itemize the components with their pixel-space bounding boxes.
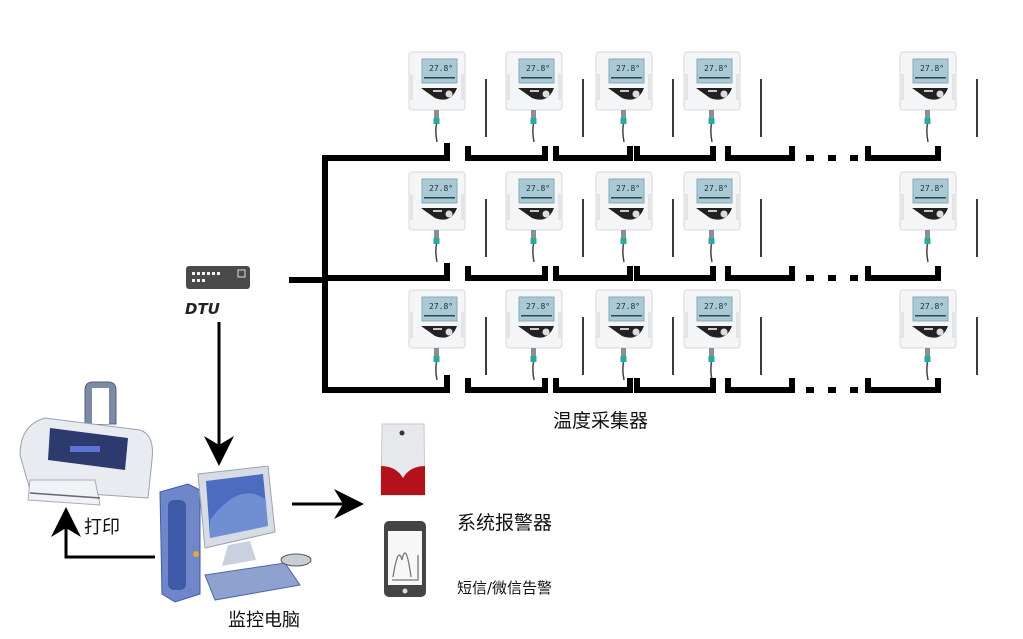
probe-sensor-icon: [976, 199, 978, 257]
temperature-logger-icon: [683, 171, 762, 263]
siren-alarm-icon: [380, 423, 426, 496]
smartphone-icon: [384, 521, 426, 597]
temperature-logger-icon: [683, 289, 762, 381]
bus-bracket-segment: [553, 146, 633, 161]
bus-bracket-segment: [634, 378, 716, 393]
sms-node: [384, 521, 426, 597]
temperature-logger-icon: [899, 171, 978, 263]
collector-label: 温度采集器: [553, 410, 649, 432]
bus-bracket-segment: [634, 266, 716, 281]
dtu-node: [186, 266, 250, 289]
bus-lines: [289, 143, 450, 393]
ellipsis-dot: [828, 387, 836, 393]
bus-bracket-segment: [553, 378, 633, 393]
row-2-bus: [322, 263, 450, 281]
temperature-logger-icon: [505, 171, 584, 263]
alarm-node: [380, 423, 426, 496]
probe-sensor-icon: [760, 199, 762, 257]
bus-bracket-segment: [465, 266, 548, 281]
probe-sensor-icon: [976, 79, 978, 137]
probe-sensor-icon: [976, 317, 978, 375]
bus-bracket-segment: [865, 266, 941, 281]
temperature-logger-icon: [595, 51, 674, 143]
ellipsis-dot: [806, 275, 814, 281]
ellipsis-dot: [850, 155, 858, 161]
probe-sensor-icon: [672, 317, 674, 375]
probe-sensor-icon: [582, 317, 584, 375]
ellipsis-dot: [828, 155, 836, 161]
probe-sensor-icon: [582, 199, 584, 257]
temperature-logger-icon: [595, 289, 674, 381]
printer-label: 打印: [84, 517, 120, 538]
temperature-logger-icon: [408, 171, 487, 263]
dtu-label: DTU: [185, 300, 220, 318]
printer-icon: [19, 381, 153, 506]
bus-segments: [465, 146, 941, 393]
pc-to-printer-arrow: [51, 507, 155, 559]
ellipsis-dot: [828, 275, 836, 281]
temperature-logger-icon: [408, 51, 487, 143]
collector-array: [408, 51, 978, 381]
probe-sensor-icon: [672, 79, 674, 137]
probe-sensor-icon: [760, 79, 762, 137]
printer-node: [19, 381, 153, 506]
temperature-logger-icon: [899, 51, 978, 143]
bus-bracket-segment: [865, 146, 941, 161]
temperature-logger-icon: [683, 51, 762, 143]
probe-sensor-icon: [760, 317, 762, 375]
ellipsis-dot: [806, 387, 814, 393]
ellipsis-dot: [850, 275, 858, 281]
temperature-logger-icon: [899, 289, 978, 381]
probe-sensor-icon: [485, 79, 487, 137]
temperature-logger-icon: [595, 171, 674, 263]
alarm-label: 系统报警器: [457, 512, 553, 534]
desktop-computer-icon: [159, 465, 312, 603]
bus-bracket-segment: [725, 378, 795, 393]
bus-bracket-segment: [725, 146, 795, 161]
sms-alert-label: 短信/微信告警: [457, 579, 553, 597]
probe-sensor-icon: [485, 199, 487, 257]
temperature-logger-icon: [505, 289, 584, 381]
row-1-bus: [322, 143, 450, 161]
bus-bracket-segment: [865, 378, 941, 393]
probe-sensor-icon: [485, 317, 487, 375]
pc-label: 监控电脑: [228, 610, 300, 631]
bus-bracket-segment: [725, 266, 795, 281]
pc-node: [159, 465, 312, 603]
probe-sensor-icon: [672, 199, 674, 257]
ellipsis-dot: [850, 387, 858, 393]
dtu-gateway-icon: [186, 266, 250, 289]
bus-bracket-segment: [465, 378, 548, 393]
bus-bracket-segment: [634, 146, 716, 161]
probe-sensor-icon: [582, 79, 584, 137]
row-3-bus: [322, 375, 450, 393]
bus-bracket-segment: [465, 146, 548, 161]
temperature-logger-icon: [408, 289, 487, 381]
temperature-logger-icon: [505, 51, 584, 143]
bus-bracket-segment: [553, 266, 633, 281]
ellipsis-dot: [806, 155, 814, 161]
